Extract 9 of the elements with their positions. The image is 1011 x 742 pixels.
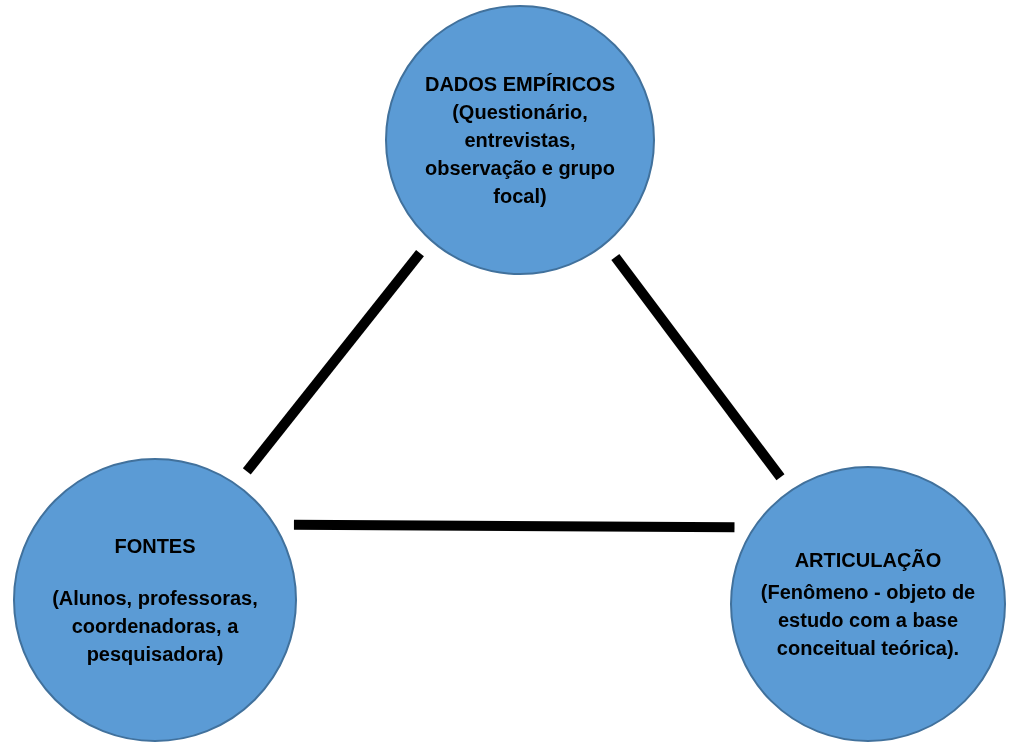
node-description: (Alunos, professoras, coordenadoras, a pesquisadora) [51,586,259,667]
node-title: FONTES [114,534,196,559]
connector-line [293,519,735,533]
node-title: DADOS EMPÍRICOS [425,72,615,97]
connector-line [611,254,785,481]
node-description: (Fenômeno - objeto de estudo com a base conceitual teórica). [759,580,977,661]
node-title: ARTICULAÇÃO [794,548,942,573]
node-description: (Questionário, entrevistas, observação e grupo focal) [423,100,617,209]
connector-line [242,250,424,475]
